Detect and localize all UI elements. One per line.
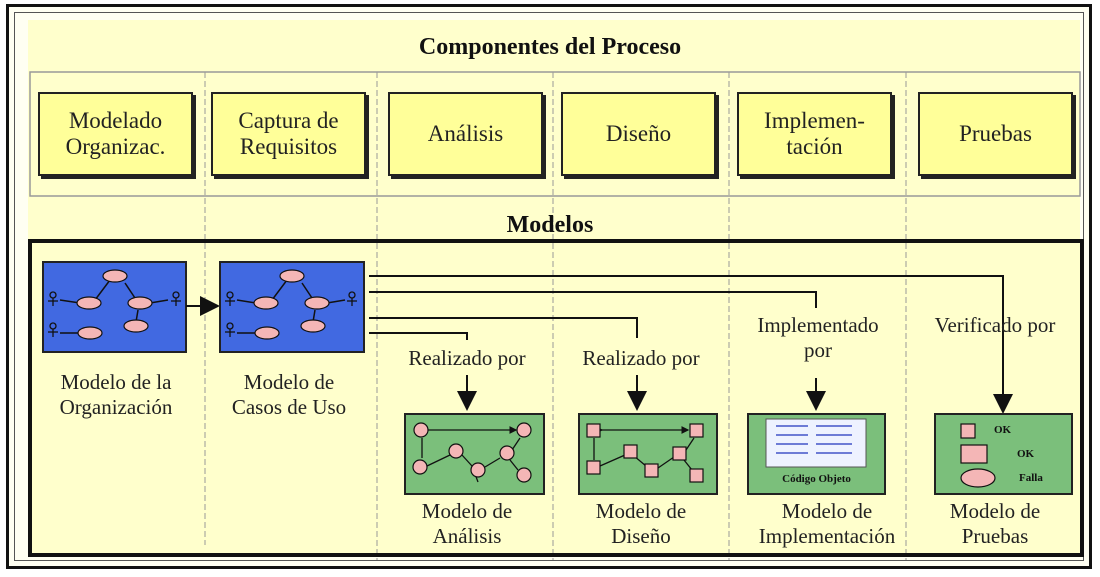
analysis-relation-label: Realizado por <box>408 346 526 370</box>
implementation-model-label: Modelo de Implementación <box>758 499 896 548</box>
actor-icon <box>48 291 181 337</box>
component-analisis: Análisis <box>388 92 543 176</box>
test-model-icon <box>934 413 1073 495</box>
design-model-label: Modelo de Diseño <box>595 499 687 548</box>
component-modelado-organizacional: Modelado Organizac. <box>38 92 193 176</box>
organization-model-label: Modelo de la Organización <box>59 370 173 419</box>
implementation-relation-label: Implementado por <box>757 313 879 362</box>
test-ok-label-2: OK <box>1017 448 1035 460</box>
connector-lines <box>369 275 1013 414</box>
use-case-model-icon <box>219 261 365 353</box>
use-case-model-label: Modelo de Casos de Uso <box>231 370 347 419</box>
organization-model-icon <box>42 261 187 353</box>
implementation-model-icon <box>747 413 886 495</box>
diagram-title: Componentes del Proceso <box>418 34 682 60</box>
actor-icon <box>225 291 357 337</box>
design-model-icon <box>578 413 718 495</box>
component-captura-requisitos: Captura de Requisitos <box>211 92 366 176</box>
component-diseno: Diseño <box>561 92 716 176</box>
test-relation-label: Verificado por <box>934 313 1056 337</box>
code-object-label: Código Objeto <box>782 473 851 485</box>
design-relation-label: Realizado por <box>582 346 700 370</box>
test-fail-label: Falla <box>1019 472 1043 484</box>
models-heading: Modelos <box>506 212 594 238</box>
test-ok-label-1: OK <box>994 424 1012 436</box>
component-implementacion: Implemen- tación <box>737 92 892 176</box>
test-model-label: Modelo de Pruebas <box>949 499 1041 548</box>
analysis-model-icon <box>404 413 545 495</box>
models-box <box>28 239 1084 557</box>
analysis-model-label: Modelo de Análisis <box>421 499 513 548</box>
component-pruebas: Pruebas <box>918 92 1073 176</box>
components-band <box>29 71 1081 197</box>
diagram-background <box>28 20 1080 556</box>
